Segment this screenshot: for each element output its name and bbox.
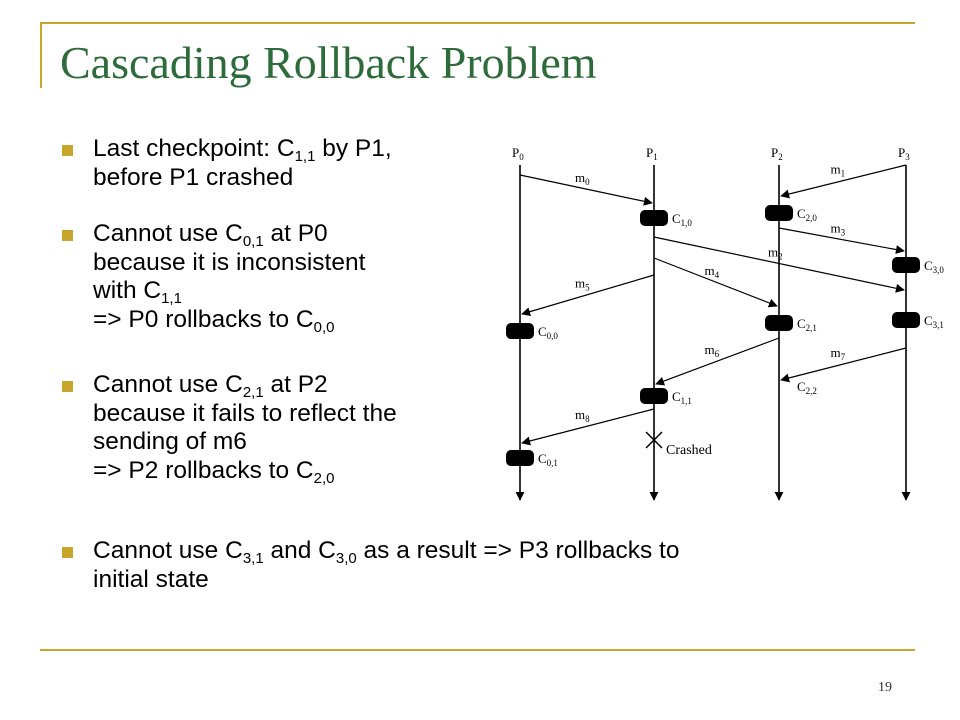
frame-bottom-rule bbox=[40, 649, 915, 651]
checkpoint-label: C2,1 bbox=[797, 316, 817, 333]
message-label: m2 bbox=[768, 245, 783, 262]
message-arrow bbox=[653, 236, 905, 293]
message-arrow bbox=[653, 257, 778, 308]
message-arrow bbox=[780, 347, 907, 383]
checkpoint-marker bbox=[506, 323, 534, 339]
crash-label: Crashed bbox=[666, 443, 712, 458]
message-label: m1 bbox=[831, 162, 846, 179]
bullet-marker bbox=[62, 145, 73, 156]
message-label: m4 bbox=[705, 263, 720, 280]
frame-left-rule bbox=[40, 22, 42, 88]
checkpoint-marker bbox=[765, 205, 793, 221]
checkpoint-marker bbox=[640, 388, 668, 404]
message-label: m7 bbox=[831, 345, 846, 362]
checkpoint-label: C0,0 bbox=[538, 324, 558, 341]
crash-x-icon bbox=[645, 431, 663, 449]
message-label: m5 bbox=[575, 276, 590, 293]
message-arrow bbox=[521, 408, 655, 446]
message-arrow bbox=[780, 164, 907, 199]
checkpoint-label: C2,0 bbox=[797, 206, 817, 223]
page-number: 19 bbox=[878, 680, 892, 695]
checkpoint-label: C1,0 bbox=[672, 211, 692, 228]
message-label: m6 bbox=[705, 342, 720, 359]
message-label: m8 bbox=[575, 407, 590, 424]
bullet-marker bbox=[62, 381, 73, 392]
bullet-4: Cannot use C3,1 and C3,0 as a result => … bbox=[93, 537, 680, 593]
message-label: m3 bbox=[831, 221, 846, 238]
frame-top-rule bbox=[40, 22, 915, 24]
checkpoint-label: C3,0 bbox=[924, 258, 944, 275]
process-label: P3 bbox=[898, 145, 910, 162]
checkpoint-label: C2,2 bbox=[797, 379, 817, 396]
message-label: m0 bbox=[575, 170, 590, 187]
message-arrow bbox=[778, 227, 905, 254]
slide-title: Cascading Rollback Problem bbox=[60, 37, 597, 88]
message-arrow bbox=[655, 337, 780, 386]
checkpoint-marker bbox=[640, 210, 668, 226]
bullet-3: Cannot use C2,1 at P2 because it fails t… bbox=[93, 371, 397, 487]
bullet-1: Last checkpoint: C1,1 by P1, before P1 c… bbox=[93, 135, 392, 191]
message-arrow bbox=[519, 174, 653, 206]
checkpoint-marker bbox=[892, 257, 920, 273]
checkpoint-marker bbox=[506, 450, 534, 466]
bullet-marker bbox=[62, 230, 73, 241]
checkpoint-label: C1,1 bbox=[672, 389, 692, 406]
checkpoint-marker bbox=[892, 312, 920, 328]
bullet-2: Cannot use C0,1 at P0 because it is inco… bbox=[93, 220, 366, 336]
checkpoint-label: C3,1 bbox=[924, 313, 944, 330]
checkpoint-label: C0,1 bbox=[538, 451, 558, 468]
checkpoint-marker bbox=[765, 315, 793, 331]
bullet-marker bbox=[62, 547, 73, 558]
process-label: P1 bbox=[646, 145, 658, 162]
process-label: P0 bbox=[512, 145, 524, 162]
message-arrow bbox=[521, 274, 655, 317]
process-label: P2 bbox=[771, 145, 783, 162]
